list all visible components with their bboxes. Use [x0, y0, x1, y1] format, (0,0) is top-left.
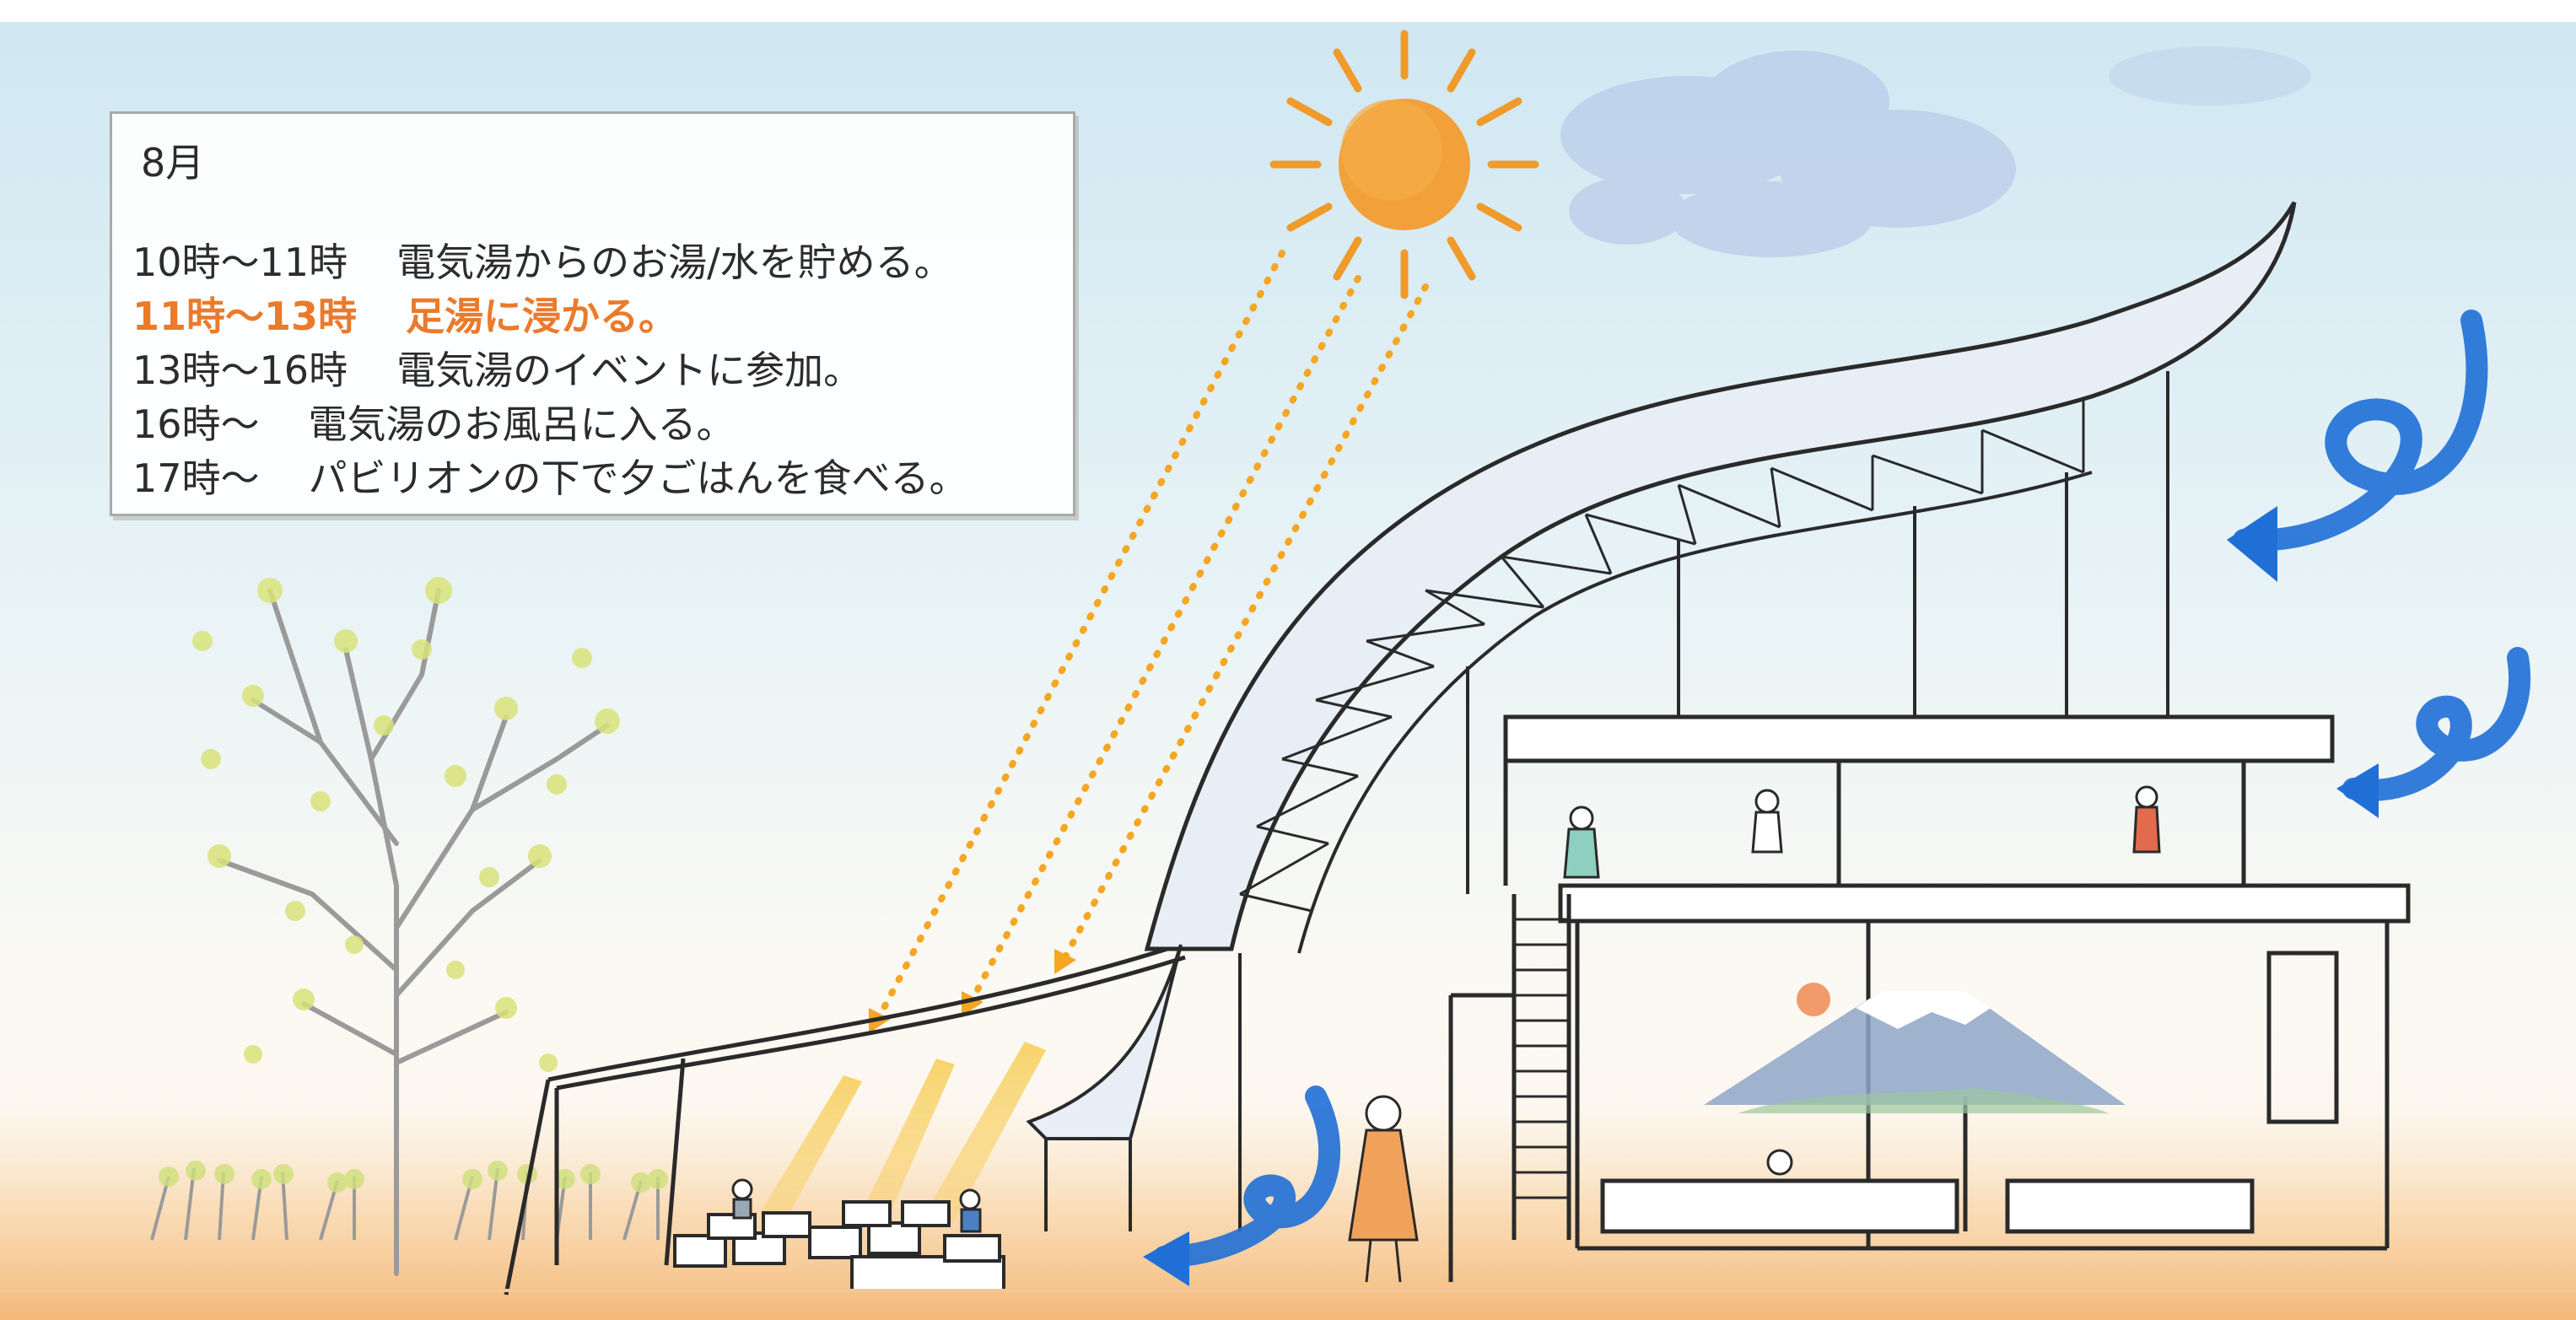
schedule-activity: 足湯に浸かる。: [406, 294, 678, 339]
pavilion-building: [1448, 714, 2411, 1282]
schedule-card: 8月 10時～11時 電気湯からのお湯/水を貯める。 11時～13時 足湯に浸かる。…: [110, 111, 1075, 516]
schedule-time: 11時～13時: [132, 294, 358, 339]
light-beams: [759, 1042, 1046, 1223]
schedule-time: 10時～11時: [132, 240, 348, 285]
wind-arrowheads: [1143, 506, 2379, 1286]
sun-ray-arrows: [874, 250, 1429, 1024]
cloud: [1560, 46, 2311, 257]
schedule-time: 13時～16時: [132, 348, 348, 393]
tree-icon: [192, 577, 620, 1276]
mount-fuji-mural-icon: [1704, 983, 2126, 1113]
person-figure-icon: [731, 1178, 982, 1233]
schedule-activity: 電気湯のイベントに参加。: [396, 348, 863, 393]
schedule-row: 13時～16時 電気湯のイベントに参加。: [132, 343, 1073, 397]
wind-arrow-icon: [1153, 310, 2530, 1268]
person-figure-icon: [1348, 785, 2161, 1283]
schedule-activity: 電気湯のお風呂に入る。: [308, 401, 736, 447]
month-label: 8月: [141, 140, 205, 186]
curved-roof: [1026, 201, 2297, 1231]
schedule-row: 17時～ パビリオンの下で夕ごはんを食べる。: [132, 451, 1073, 505]
foot-bath-canopy: [504, 942, 1186, 1296]
cropped-title-strip: [0, 0, 2576, 22]
schedule-activity: 電気湯からのお湯/水を貯める。: [396, 240, 953, 285]
sun-icon: [1269, 30, 1539, 299]
schedule-activity: パビリオンの下で夕ごはんを食べる。: [308, 455, 968, 501]
schedule-time: 16時～: [132, 401, 260, 447]
schedule-time: 17時～: [132, 455, 260, 501]
schedule-row-highlighted: 11時～13時 足湯に浸かる。: [132, 289, 1073, 343]
schedule-row: 10時～11時 電気湯からのお湯/水を貯める。: [132, 235, 1073, 289]
schedule-row: 16時～ 電気湯のお風呂に入る。: [132, 397, 1073, 451]
foot-bath-seating: [673, 1200, 1005, 1292]
